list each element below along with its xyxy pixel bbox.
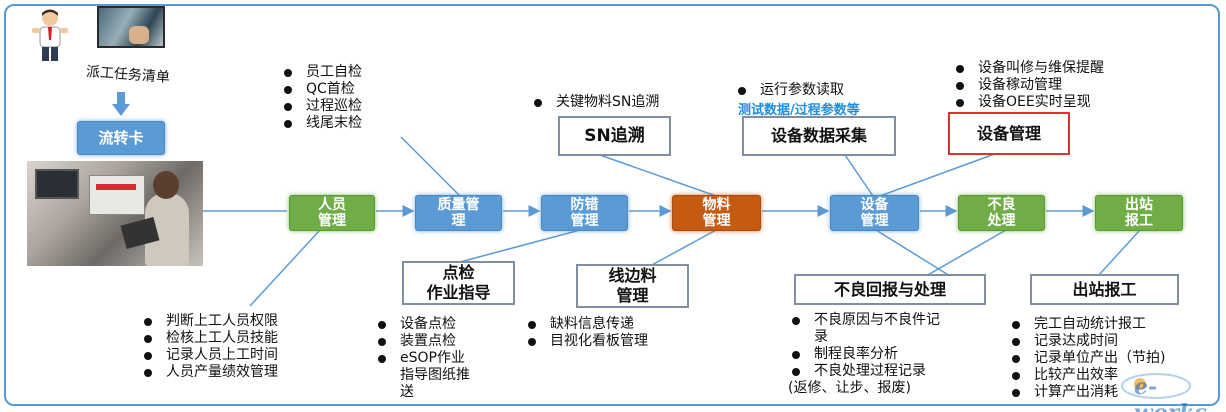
list-item: 设备OEE实时呈现 <box>952 94 1104 111</box>
lineside-list: 缺料信息传递 目视化看板管理 <box>524 316 648 350</box>
list-item: 送 <box>400 384 414 400</box>
list-item: 缺料信息传递 <box>524 316 648 333</box>
list-item: 目视化看板管理 <box>524 333 648 350</box>
equipment-mgmt-node[interactable]: 设备管理 <box>830 195 919 231</box>
worker-figure-icon <box>32 9 68 61</box>
inspection-list: 设备点检 装置点检 eSOP作业 指导图纸推 送 <box>374 316 470 401</box>
data-collect-box[interactable]: 设备数据采集 <box>742 116 896 156</box>
tablet-screen-image <box>97 6 165 48</box>
device-mgmt-box[interactable]: 设备管理 <box>948 112 1070 155</box>
list-item: 指导图纸推 <box>400 367 470 383</box>
list-item: 设备稼动管理 <box>952 77 1104 94</box>
defect-list: 不良原因与不良件记 录 制程良率分析 不良处理过程记录 (返修、让步、报废) <box>788 312 940 397</box>
down-arrow-icon <box>112 92 130 116</box>
list-item: 计算产出消耗 <box>1008 384 1165 401</box>
list-item: eSOP作业 <box>374 350 470 367</box>
list-item: (返修、让步、报废) <box>788 380 911 396</box>
list-item: 线尾末检 <box>280 115 362 132</box>
outbound-report-node[interactable]: 出站报工 <box>1095 195 1183 231</box>
list-item: 过程巡检 <box>280 98 362 115</box>
list-item: 判断上工人员权限 <box>140 313 278 330</box>
logo-text: e-works <box>1134 374 1207 412</box>
list-item: 不良处理过程记录 <box>788 363 940 380</box>
list-item: QC首检 <box>280 81 362 98</box>
list-item: 记录达成时间 <box>1008 333 1165 350</box>
list-item: 员工自检 <box>280 64 362 81</box>
material-mgmt-node[interactable]: 物料管理 <box>672 195 761 231</box>
list-item: 关键物料SN追溯 <box>530 94 659 111</box>
list-item: 记录人员上工时间 <box>140 347 278 364</box>
data-collect-highlight: 测试数据/过程参数等 <box>738 103 860 118</box>
personnel-list: 判断上工人员权限 检核上工人员技能 记录人员上工时间 人员产量绩效管理 <box>140 313 278 381</box>
defect-report-box[interactable]: 不良回报与处理 <box>794 274 986 305</box>
personnel-mgmt-node[interactable]: 人员管理 <box>289 195 375 231</box>
inspection-guide-box[interactable]: 点检作业指导 <box>402 261 515 305</box>
sn-trace-list: 关键物料SN追溯 <box>530 94 659 111</box>
list-item: 检核上工人员技能 <box>140 330 278 347</box>
list-item: 人员产量绩效管理 <box>140 364 278 381</box>
list-item: 不良原因与不良件记 <box>788 312 940 329</box>
list-item: 装置点检 <box>374 333 470 350</box>
list-item: 制程良率分析 <box>788 346 940 363</box>
sn-trace-box[interactable]: SN追溯 <box>558 116 671 156</box>
list-item: 记录单位产出（节拍) <box>1008 350 1165 367</box>
device-mgmt-list: 设备叫修与维保提醒 设备稼动管理 设备OEE实时呈现 <box>952 60 1104 111</box>
list-item: 比较产出效率 <box>1008 367 1165 384</box>
workshop-photo <box>27 161 203 266</box>
outbound-list: 完工自动统计报工 记录达成时间 记录单位产出（节拍) 比较产出效率 计算产出消耗 <box>1008 316 1165 401</box>
list-item: 设备叫修与维保提醒 <box>952 60 1104 77</box>
quality-check-list: 员工自检 QC首检 过程巡检 线尾末检 <box>280 64 362 132</box>
list-item: 设备点检 <box>374 316 470 333</box>
defect-handling-node[interactable]: 不良处理 <box>958 195 1045 231</box>
list-item: 完工自动统计报工 <box>1008 316 1165 333</box>
errorproof-mgmt-node[interactable]: 防错管理 <box>541 195 628 231</box>
lineside-material-box[interactable]: 线边料管理 <box>576 264 689 308</box>
list-item: 录 <box>814 329 828 345</box>
list-item: 运行参数读取 <box>734 82 844 99</box>
flow-card-node[interactable]: 流转卡 <box>77 121 165 155</box>
outbound-report-box[interactable]: 出站报工 <box>1030 274 1179 305</box>
eworks-logo: e-works <box>1118 368 1218 412</box>
quality-mgmt-node[interactable]: 质量管理 <box>415 195 502 231</box>
data-collect-list: 运行参数读取 <box>734 82 844 99</box>
